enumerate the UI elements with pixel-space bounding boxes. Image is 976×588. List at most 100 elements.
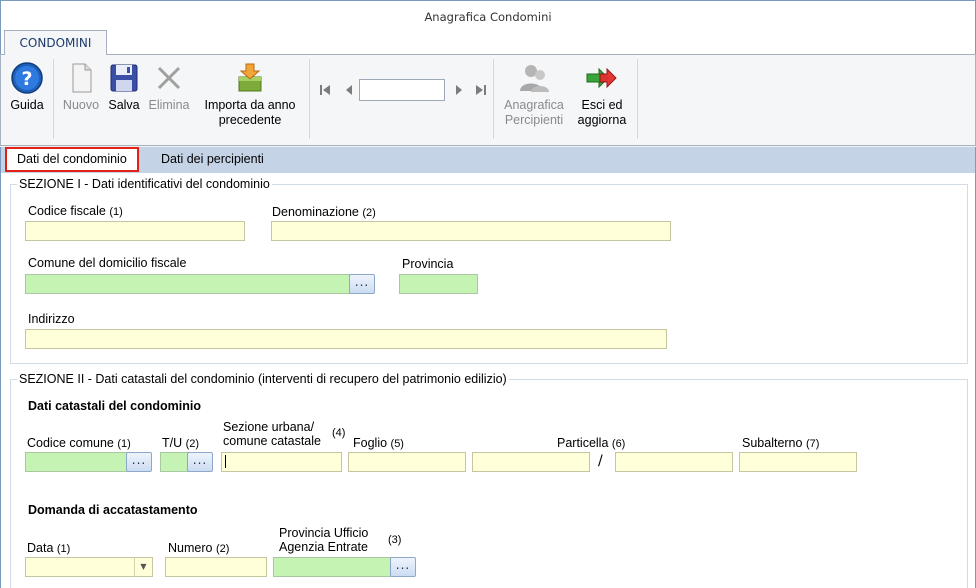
anagrafica-label-line1: Anagrafica bbox=[504, 98, 564, 112]
guida-button[interactable]: ? Guida bbox=[7, 61, 47, 113]
provincia-ufficio-label-line2: Agenzia Entrate bbox=[279, 540, 368, 554]
tu-lookup-button[interactable]: ... bbox=[187, 452, 213, 472]
comune-field[interactable] bbox=[25, 274, 350, 294]
codice-fiscale-field[interactable] bbox=[25, 221, 245, 241]
esci-label-line2: aggiorna bbox=[577, 113, 627, 127]
particella-num: (6) bbox=[611, 438, 626, 450]
salva-label: Salva bbox=[108, 98, 140, 112]
foglio-num: (5) bbox=[390, 438, 404, 450]
data-num: (1) bbox=[56, 543, 71, 555]
comune-label: Comune del domicilio fiscale bbox=[28, 256, 187, 270]
nuovo-button[interactable]: Nuovo bbox=[59, 61, 103, 113]
provincia-field[interactable] bbox=[399, 274, 478, 294]
particella-field-1[interactable] bbox=[472, 452, 590, 472]
ribbon-toolbar: ? Guida Nuovo Salva Elimina Importa da a… bbox=[0, 54, 976, 146]
numero-field[interactable] bbox=[165, 557, 267, 577]
codice-fiscale-label: Codice fiscale (1) bbox=[28, 204, 123, 218]
sezione-urbana-field[interactable] bbox=[221, 452, 342, 472]
codice-comune-label: Codice comune (1) bbox=[27, 436, 131, 450]
data-label: Data (1) bbox=[27, 541, 70, 555]
codice-comune-lookup-button[interactable]: ... bbox=[126, 452, 152, 472]
guida-label: Guida bbox=[10, 98, 44, 112]
particella-label: Particella (6) bbox=[557, 436, 625, 450]
provincia-label: Provincia bbox=[402, 257, 454, 271]
ribbon-separator bbox=[493, 59, 494, 139]
nuovo-label: Nuovo bbox=[62, 98, 100, 112]
last-record-icon[interactable] bbox=[475, 83, 487, 97]
salva-button[interactable]: Salva bbox=[105, 61, 143, 113]
particella-label-text: Particella bbox=[557, 436, 609, 450]
importa-button[interactable]: Importa da anno precedente bbox=[195, 61, 305, 128]
importa-label-line1: Importa da anno bbox=[204, 98, 296, 112]
exit-arrow-icon bbox=[585, 61, 619, 95]
subalterno-label: Subalterno (7) bbox=[742, 436, 819, 450]
provincia-ufficio-lookup-button[interactable]: ... bbox=[390, 557, 416, 577]
numero-num: (2) bbox=[215, 543, 230, 555]
denominazione-label-text: Denominazione bbox=[272, 205, 359, 219]
denominazione-field[interactable] bbox=[271, 221, 671, 241]
tu-field[interactable] bbox=[160, 452, 188, 472]
section-1-frame bbox=[10, 184, 968, 364]
elimina-button[interactable]: Elimina bbox=[145, 61, 193, 113]
foglio-label: Foglio (5) bbox=[353, 436, 404, 450]
help-icon: ? bbox=[10, 61, 44, 95]
tab-dati-condominio[interactable]: Dati del condominio bbox=[5, 147, 139, 172]
codice-fiscale-num: (1) bbox=[109, 206, 123, 218]
data-date-picker[interactable] bbox=[25, 557, 153, 577]
new-document-icon bbox=[64, 61, 98, 95]
codice-comune-field[interactable] bbox=[25, 452, 128, 472]
tu-num: (2) bbox=[185, 438, 200, 450]
subalterno-num: (7) bbox=[805, 438, 820, 450]
first-record-icon[interactable] bbox=[319, 83, 331, 97]
tab-dati-percipienti[interactable]: Dati dei percipienti bbox=[161, 152, 264, 166]
form-content: SEZIONE I - Dati identificativi del cond… bbox=[0, 173, 976, 588]
dati-catastali-subtitle: Dati catastali del condominio bbox=[28, 399, 201, 413]
esci-aggiorna-button[interactable]: Esci ed aggiorna bbox=[571, 61, 633, 128]
previous-record-icon[interactable] bbox=[343, 83, 355, 97]
foglio-field[interactable] bbox=[348, 452, 466, 472]
tu-label: T/U (2) bbox=[162, 436, 199, 450]
anagrafica-label-line2: Percipienti bbox=[504, 113, 564, 127]
esci-label-line1: Esci ed bbox=[581, 98, 623, 112]
chevron-down-icon[interactable]: ▼ bbox=[134, 557, 152, 577]
save-icon bbox=[107, 61, 141, 95]
domanda-accatastamento-subtitle: Domanda di accatastamento bbox=[28, 503, 198, 517]
comune-lookup-button[interactable]: ... bbox=[349, 274, 375, 294]
numero-label-text: Numero bbox=[168, 541, 213, 555]
section-2-title: SEZIONE II - Dati catastali del condomin… bbox=[17, 372, 509, 386]
record-position-input[interactable] bbox=[359, 79, 445, 101]
sezione-urbana-num: (4) bbox=[332, 427, 346, 439]
ribbon-tab-strip bbox=[0, 30, 976, 54]
foglio-label-text: Foglio bbox=[353, 436, 388, 450]
indirizzo-field[interactable] bbox=[25, 329, 667, 349]
anagrafica-percipienti-button[interactable]: Anagrafica Percipienti bbox=[499, 61, 569, 128]
next-record-icon[interactable] bbox=[453, 83, 465, 97]
window-title: Anagrafica Condomini bbox=[424, 10, 552, 24]
denominazione-num: (2) bbox=[362, 207, 376, 219]
data-label-text: Data bbox=[27, 541, 54, 555]
particella-field-2[interactable] bbox=[615, 452, 733, 472]
subalterno-label-text: Subalterno bbox=[742, 436, 803, 450]
sezione-urbana-label-line2: comune catastale bbox=[223, 434, 321, 448]
section-1-title: SEZIONE I - Dati identificativi del cond… bbox=[17, 177, 272, 191]
tu-label-text: T/U bbox=[162, 436, 183, 450]
subalterno-field[interactable] bbox=[739, 452, 857, 472]
sezione-urbana-label: Sezione urbana/ comune catastale bbox=[223, 420, 321, 448]
svg-text:?: ? bbox=[21, 68, 32, 90]
codice-fiscale-label-text: Codice fiscale bbox=[28, 204, 106, 218]
provincia-ufficio-num: (3) bbox=[388, 534, 402, 546]
codice-comune-num: (1) bbox=[117, 438, 131, 450]
provincia-ufficio-label-line1: Provincia Ufficio bbox=[279, 526, 369, 540]
ribbon-separator bbox=[309, 59, 310, 139]
ribbon-tab-condomini[interactable]: CONDOMINI bbox=[4, 30, 107, 55]
delete-icon bbox=[152, 61, 186, 95]
people-icon bbox=[517, 61, 551, 95]
particella-separator: / bbox=[598, 453, 603, 469]
provincia-ufficio-field[interactable] bbox=[273, 557, 391, 577]
numero-label: Numero (2) bbox=[168, 541, 229, 555]
ribbon-separator bbox=[637, 59, 638, 139]
provincia-ufficio-label: Provincia Ufficio Agenzia Entrate bbox=[279, 526, 368, 554]
elimina-label: Elimina bbox=[148, 98, 190, 112]
form-tabbar: Dati del condominio Dati dei percipienti bbox=[0, 147, 976, 173]
import-icon bbox=[233, 61, 267, 95]
